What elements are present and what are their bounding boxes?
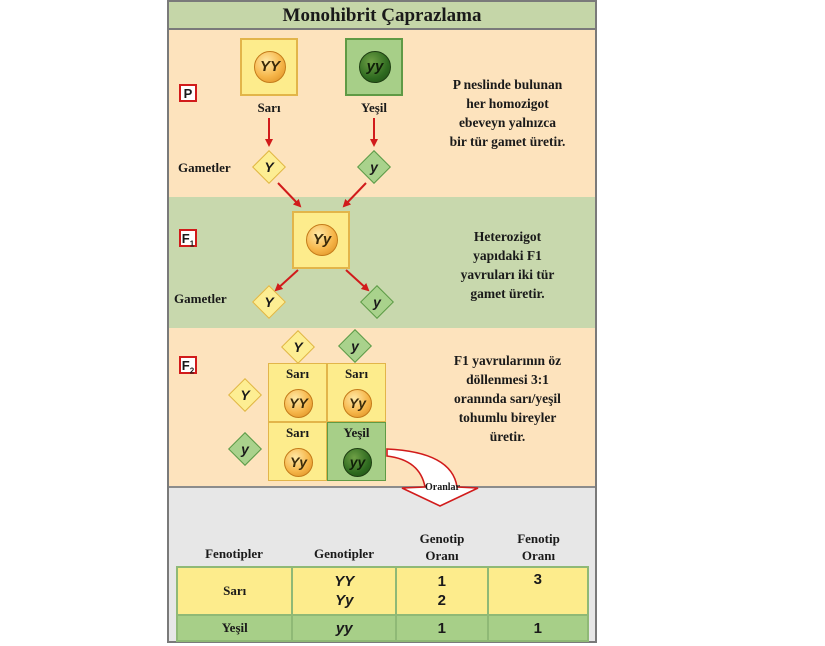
cell-phenotype-ratio-yellow-value: 3 — [533, 571, 542, 588]
header-phenotype-ratio-line-1: Fenotip — [517, 531, 560, 546]
arrow-f1-to-gamete-right — [345, 269, 370, 292]
p-note: P neslinde bulunan her homozigot ebeveyn… — [425, 75, 590, 151]
cell-genotype-ratio-yellow-2: 2 — [437, 592, 446, 609]
punnett-cell-3-seed: Yy — [284, 448, 313, 477]
header-genotype-ratio-line-2: Oranı — [425, 548, 459, 563]
arrow-gamete-green-to-f1 — [342, 182, 367, 208]
f2-note: F1 yavrularının öz döllenmesi 3:1 oranın… — [425, 351, 590, 446]
header-genotypes: Genotipler — [314, 546, 374, 561]
f1-note-line-3: yavruları iki tür — [460, 267, 555, 282]
cell-phenotype-yellow: Sarı — [175, 566, 294, 616]
f2-generation-label: F2 — [179, 356, 197, 376]
f2-side-gamete-2-text: y — [241, 441, 249, 457]
parent-yellow-box: YY — [240, 38, 298, 96]
p-note-line-2: her homozigot — [466, 96, 549, 111]
f2-label-main: F — [181, 358, 190, 373]
f2-note-line-3: oranında sarı/yeşil — [454, 391, 561, 406]
punnett-cell-3-phenotype: Sarı — [285, 425, 310, 440]
f1-note-line-4: gamet üretir. — [470, 286, 545, 301]
punnett-cell-4-phenotype: Yeşil — [343, 425, 370, 440]
table-row-yellow: Sarı YY Yy 1 2 3 — [175, 566, 590, 616]
p-note-line-3: ebeveyn yalnızca — [458, 115, 557, 130]
parent-green-seed: yy — [359, 51, 391, 83]
header-genotype-ratio-line-1: Genotip — [419, 531, 465, 546]
punnett-cell-1-phenotype: Sarı — [285, 366, 310, 381]
f2-note-line-5: üretir. — [489, 429, 526, 444]
p-gametes-label: Gametler — [178, 160, 231, 175]
punnett-cell-1-seed: YY — [284, 389, 313, 418]
punnett-cell-4-seed: yy — [343, 448, 372, 477]
arrow-gamete-yellow-to-f1 — [277, 182, 302, 208]
header-phenotypes: Fenotipler — [205, 546, 263, 561]
p-gamete-yellow-text: Y — [264, 159, 274, 175]
cell-phenotype-ratio-yellow: 3 — [486, 566, 590, 616]
header-phenotype-ratio-line-2: Oranı — [521, 548, 556, 563]
diagram-title: Monohibrit Çaprazlama — [169, 2, 595, 30]
table-row-green: Yeşil yy 1 1 — [175, 614, 590, 642]
p-generation-label: P — [179, 84, 197, 102]
results-table: Sarı YY Yy 1 2 3 Yeşil yy 1 1 — [175, 566, 590, 642]
ratios-arrow-label: Oranlar — [425, 482, 460, 493]
f2-label-sub: 2 — [189, 366, 195, 376]
parent-yellow-seed: YY — [254, 51, 286, 83]
f1-label-main: F — [181, 231, 190, 246]
cell-genotype-ratio-yellow-1: 1 — [437, 573, 446, 590]
f2-note-line-2: döllenmesi 3:1 — [466, 372, 549, 387]
header-genotype-ratio: Genotip Oranı — [396, 530, 488, 564]
ratios-arrow — [386, 448, 479, 507]
cell-genotypes-yellow: YY Yy — [291, 566, 397, 616]
f2-side-gamete-1-text: Y — [240, 387, 250, 403]
punnett-cell-1: Sarı YY — [268, 363, 327, 422]
cell-phenotype-ratio-green: 1 — [486, 614, 590, 642]
f1-note-line-1: Heterozigot — [473, 229, 542, 244]
cell-genotype-yellow-1: YY — [334, 573, 355, 590]
cell-genotype-ratio-yellow: 1 2 — [395, 566, 489, 616]
punnett-cell-2-seed: Yy — [343, 389, 372, 418]
punnett-cell-4: Yeşil yy — [327, 422, 386, 481]
p-note-line-4: bir tür gamet üretir. — [449, 134, 566, 149]
p-gamete-green-text: y — [370, 159, 378, 175]
f1-offspring-box: Yy — [292, 211, 350, 269]
f1-gamete-left-text: Y — [264, 294, 274, 310]
arrow-f1-to-gamete-left — [274, 269, 299, 292]
f2-note-line-4: tohumlu bireyler — [458, 410, 557, 425]
f2-top-gamete-1-text: Y — [293, 339, 303, 355]
f1-note-line-2: yapıdaki F1 — [473, 248, 542, 263]
punnett-cell-3: Sarı Yy — [268, 422, 327, 481]
header-phenotype-ratio: Fenotip Oranı — [488, 530, 589, 564]
parent-green-box: yy — [345, 38, 403, 96]
parent-green-phenotype: Yeşil — [361, 100, 387, 115]
f1-label-sub: 1 — [189, 239, 195, 249]
cell-genotype-yellow-2: Yy — [335, 592, 354, 609]
f1-note: Heterozigot yapıdaki F1 yavruları iki tü… — [425, 227, 590, 303]
f1-generation-label: F1 — [179, 229, 197, 249]
punnett-cell-2-phenotype: Sarı — [344, 366, 369, 381]
f1-offspring-seed: Yy — [306, 224, 338, 256]
parent-yellow-phenotype: Sarı — [257, 100, 281, 115]
f1-gamete-right-text: y — [373, 294, 381, 310]
f2-top-gamete-2-text: y — [351, 338, 359, 354]
punnett-cell-2: Sarı Yy — [327, 363, 386, 422]
cell-genotype-green: yy — [291, 614, 397, 642]
cell-genotype-ratio-green: 1 — [395, 614, 489, 642]
f1-gametes-label: Gametler — [174, 291, 227, 306]
f2-note-line-1: F1 yavrularının öz — [453, 353, 562, 368]
p-note-line-1: P neslinde bulunan — [452, 77, 563, 92]
cell-phenotype-green: Yeşil — [175, 614, 294, 642]
